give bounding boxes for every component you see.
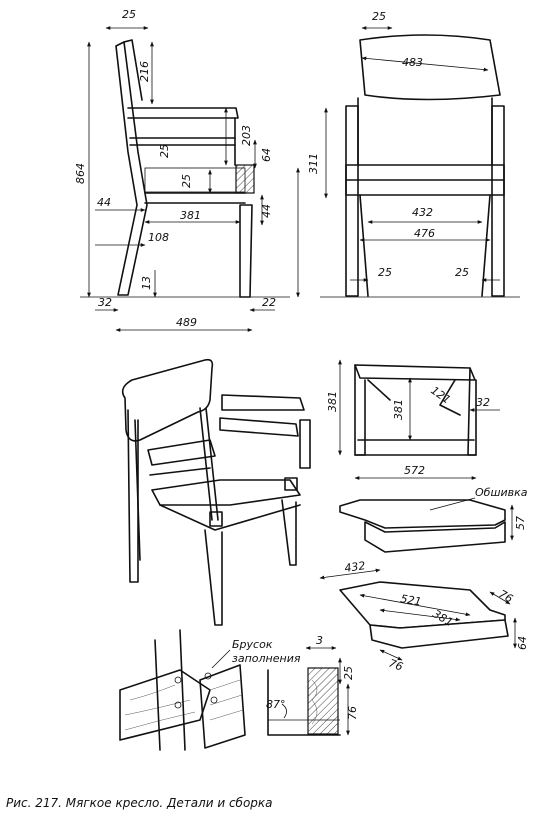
dim-outer-width: 476 xyxy=(414,227,435,240)
dim-back-top-width: 25 xyxy=(122,8,136,21)
dim-frame-width: 572 xyxy=(404,464,425,477)
upholstery-label: Обшивка xyxy=(475,486,528,499)
filler-bar-label-2: заполнения xyxy=(232,652,301,665)
front-view: 25 483 432 476 25 25 xyxy=(320,10,520,298)
seat-frame: 381 381 121 32 572 xyxy=(326,359,500,480)
dim-cushion-corner: 76 xyxy=(497,587,516,605)
dim-offset-44-left: 44 xyxy=(97,196,111,209)
dim-rail-25b: 25 xyxy=(180,174,193,188)
dim-seat-height: 311 xyxy=(307,153,320,174)
dim-overall-depth: 489 xyxy=(176,316,197,329)
dim-back-width: 483 xyxy=(402,56,423,69)
joint-detail: Брусок заполнения xyxy=(119,629,301,751)
dim-seat-depth: 381 xyxy=(180,209,201,222)
filler-bar-label-1: Брусок xyxy=(232,638,273,651)
upholstered-seat: Обшивка 57 xyxy=(339,486,528,553)
dim-cushion-width: 521 xyxy=(399,592,422,608)
dim-offset-44-right: 44 xyxy=(260,204,273,218)
dim-front-top: 25 xyxy=(372,10,386,23)
dim-foot-13: 13 xyxy=(140,276,153,290)
dim-frame-inner: 381 xyxy=(392,399,405,420)
dim-joint-h25: 25 xyxy=(342,666,355,680)
dim-foot-32: 32 xyxy=(98,296,112,309)
dim-armrest-height: 203 xyxy=(240,125,253,146)
assembly-view xyxy=(121,358,311,626)
dim-leg-offset: 108 xyxy=(148,231,169,244)
dim-leg-left: 25 xyxy=(378,266,392,279)
dim-joint-w3: 3 xyxy=(316,634,323,647)
dim-cushion-bottom: 76 xyxy=(387,657,405,674)
dim-overall-height: 864 xyxy=(74,163,87,184)
dim-cushion-height: 64 xyxy=(516,636,529,650)
dim-cushion-front: 432 xyxy=(344,559,367,575)
dim-rail-64: 64 xyxy=(260,148,273,162)
dim-joint-h76: 76 xyxy=(346,706,359,720)
cushion-base: 432 76 521 381 76 64 xyxy=(319,559,529,674)
section-detail: 3 25 87° 76 xyxy=(266,634,359,736)
dim-rail-25: 25 xyxy=(158,144,171,158)
dim-inner-width: 432 xyxy=(412,206,433,219)
dim-joint-angle: 87° xyxy=(266,698,286,711)
dim-frame-leg: 32 xyxy=(476,396,490,409)
dim-frame-side: 381 xyxy=(326,391,339,412)
dim-seat-thickness: 57 xyxy=(514,516,527,530)
dim-back-height: 216 xyxy=(138,61,151,82)
figure-caption: Рис. 217. Мягкое кресло. Детали и сборка xyxy=(6,796,273,810)
side-view: 25 216 864 203 25 25 64 311 44 44 381 10… xyxy=(74,8,320,332)
dim-leg-right: 25 xyxy=(455,266,469,279)
dim-foot-22: 22 xyxy=(262,296,276,309)
